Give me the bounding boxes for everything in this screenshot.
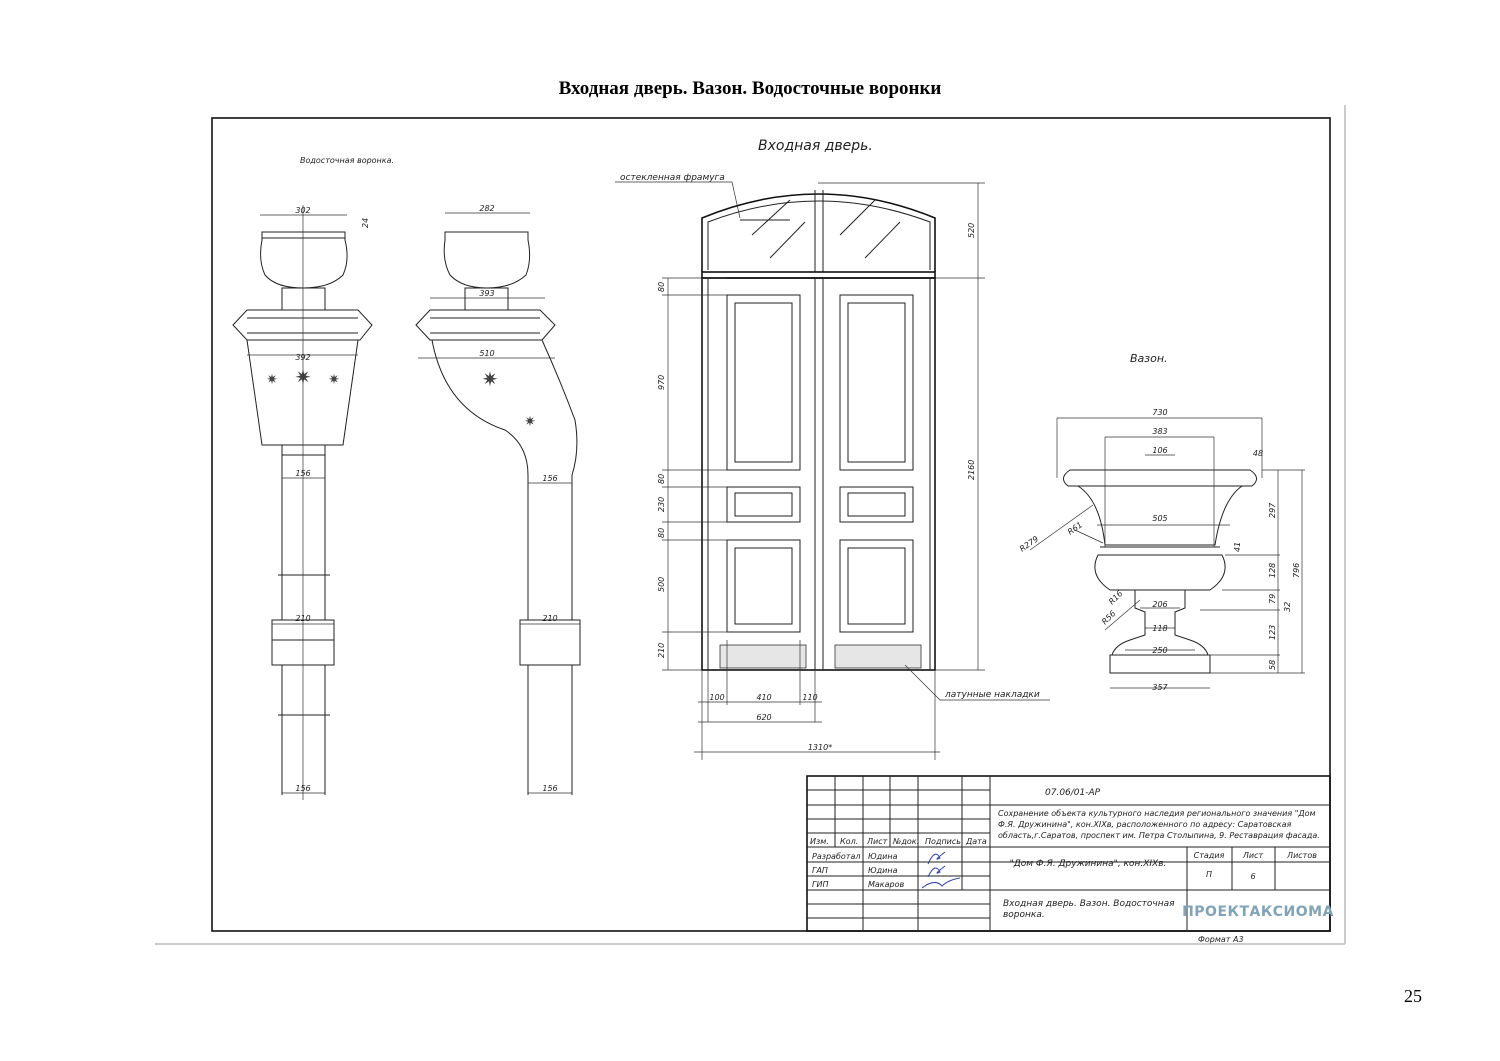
dim: 118 (1152, 624, 1167, 633)
stage-value: П (1206, 870, 1212, 879)
project-description: Ф.Я. Дружинина", кон.XIXв, расположенног… (998, 820, 1291, 829)
brass-callout: латунные накладки (944, 690, 1040, 700)
dim: 970 (657, 375, 666, 390)
header-cell: Лист (866, 837, 888, 846)
door-label: Входная дверь. (758, 138, 873, 154)
brass-plate (719, 644, 807, 669)
stage-header: Стадия (1194, 851, 1225, 860)
dim: 210 (542, 614, 557, 623)
header-cell: Изм. (810, 837, 829, 846)
svg-text:✷: ✷ (328, 373, 340, 388)
downpipe-side: ✷ ✷ (415, 212, 581, 795)
person-name: Макаров (868, 880, 905, 889)
dim: 206 (1152, 600, 1167, 609)
dim: 100 (709, 693, 724, 702)
object-name: "Дом Ф.Я. Дружинина", кон.XIXв. (1010, 859, 1167, 869)
dim: 520 (967, 223, 976, 238)
dim: 79 (1268, 594, 1277, 604)
dim: 156 (542, 784, 557, 793)
sheet-header: Лист (1242, 851, 1264, 860)
dim: 32 (1283, 602, 1292, 612)
downpipe-label: Водосточная воронка. (300, 156, 394, 165)
dim: 393 (479, 289, 494, 298)
dim: 250 (1152, 646, 1167, 655)
dim: 80 (657, 474, 666, 484)
dim: 80 (657, 528, 666, 538)
dim: 106 (1152, 446, 1167, 455)
dim: 24 (361, 218, 370, 228)
title-block (806, 775, 1331, 932)
vase (1029, 417, 1305, 689)
document-code: 07.06/01-АР (1045, 788, 1101, 798)
dim: 123 (1268, 625, 1277, 640)
header-cell: Дата (965, 837, 987, 846)
entrance-door (662, 182, 985, 760)
company-logo: ПРОЕКТАКСИОМА (1182, 904, 1334, 920)
dim: 500 (657, 577, 666, 592)
dim: 796 (1292, 563, 1301, 578)
dim: 410 (756, 693, 771, 702)
dim: 357 (1152, 683, 1168, 692)
dim: 156 (295, 469, 310, 478)
sheet-title: Входная дверь. Вазон. Водосточная (1003, 899, 1175, 909)
brass-plate (834, 644, 922, 669)
downpipe-front: ✷ ✷ ✷ (232, 205, 373, 800)
page-number: 25 (1404, 986, 1422, 1006)
dim: 58 (1268, 660, 1277, 670)
dim: 41 (1233, 542, 1242, 552)
dim: 110 (802, 693, 817, 702)
paper-format: Формат А3 (1198, 935, 1244, 944)
person-name: Юдина (868, 866, 898, 875)
svg-text:✷: ✷ (524, 415, 536, 430)
svg-text:✷: ✷ (482, 369, 499, 391)
dim: 282 (479, 204, 494, 213)
header-cell: №док. (892, 837, 919, 846)
role: ГАП (812, 866, 828, 875)
dim: 80 (657, 282, 666, 292)
vase-label: Вазон. (1130, 352, 1168, 365)
header-cell: Кол. (840, 837, 858, 846)
dim: 297 (1268, 502, 1277, 518)
dim: 510 (479, 349, 494, 358)
dim: R56 (1100, 609, 1118, 627)
dim: 620 (756, 713, 771, 722)
drawing-frame (211, 117, 1331, 932)
dim: 505 (1152, 514, 1167, 523)
dim: 383 (1152, 427, 1167, 436)
sheet-value: 6 (1250, 872, 1255, 881)
role: ГИП (812, 880, 828, 889)
svg-text:✷: ✷ (266, 373, 278, 388)
project-description: Сохранение объекта культурного наследия … (998, 809, 1316, 818)
dim: 302 (295, 206, 310, 215)
dim: 210 (657, 643, 666, 658)
signatures (921, 851, 961, 889)
dim: 156 (542, 474, 557, 483)
dim: 230 (657, 497, 666, 512)
dim: 392 (295, 353, 310, 362)
dim: 156 (295, 784, 310, 793)
person-name: Юдина (868, 852, 898, 861)
sheet-title: воронка. (1003, 910, 1045, 920)
page-title: Входная дверь. Вазон. Водосточные воронк… (558, 78, 942, 99)
dim: 210 (295, 614, 310, 623)
dim: 730 (1152, 408, 1167, 417)
role: Разработал (812, 852, 860, 861)
dim: 128 (1268, 563, 1277, 578)
sheets-header: Листов (1286, 851, 1317, 860)
header-cell: Подпись (925, 837, 961, 846)
dim: 48 (1253, 449, 1263, 458)
project-description: область,г.Саратов, проспект им. Петра Ст… (998, 831, 1320, 840)
dim: R16 (1107, 589, 1125, 607)
transom-callout: остекленная фрамуга (620, 173, 725, 183)
dim: 2160 (967, 460, 976, 480)
dim: R279 (1018, 534, 1040, 553)
dim: 1310* (808, 743, 832, 752)
